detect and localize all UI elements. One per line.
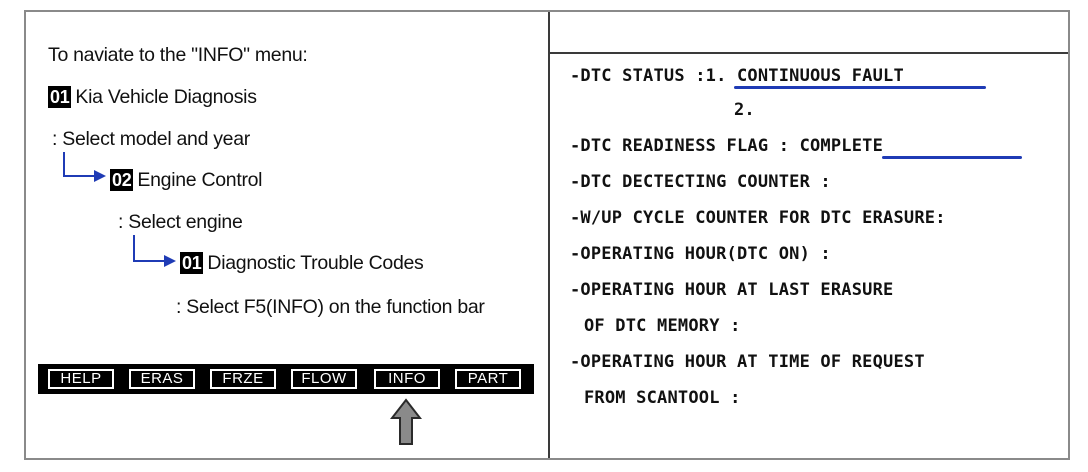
frze-function-key[interactable]: FRZE [210, 369, 276, 389]
flow-function-key[interactable]: FLOW [291, 369, 357, 389]
eras-function-key[interactable]: ERAS [129, 369, 195, 389]
operating-hour-request-line: -OPERATING HOUR AT TIME OF REQUEST [570, 352, 925, 372]
operating-hour-last-erasure-line: -OPERATING HOUR AT LAST ERASURE [570, 280, 894, 300]
step-label: Kia Vehicle Diagnosis [75, 86, 257, 108]
instruction-select-engine: : Select engine [118, 211, 243, 233]
dtc-status-line-2: 2. [734, 100, 755, 120]
step-code-badge: 01 [180, 252, 204, 274]
step-code-badge: 01 [48, 86, 72, 108]
panel-divider [548, 12, 550, 458]
instruction-select-model: : Select model and year [52, 128, 250, 150]
wup-cycle-counter-line: -W/UP CYCLE COUNTER FOR DTC ERASURE: [570, 208, 946, 228]
part-function-key[interactable]: PART [455, 369, 521, 389]
dtc-detecting-counter-line: -DTC DECTECTING COUNTER : [570, 172, 831, 192]
step-label: Engine Control [137, 169, 263, 191]
step-code-badge: 02 [110, 169, 134, 191]
from-scantool-line: FROM SCANTOOL : [584, 388, 741, 408]
blue-arrow-icon [133, 235, 176, 267]
intro-text: To naviate to the "INFO" menu: [48, 44, 308, 66]
help-function-key[interactable]: HELP [48, 369, 114, 389]
info-function-key[interactable]: INFO [374, 369, 440, 389]
highlight-underline [882, 156, 1022, 159]
dtc-memory-line: OF DTC MEMORY : [584, 316, 741, 336]
step-label: Diagnostic Trouble Codes [207, 252, 424, 274]
dtc-info-screen: -DTC STATUS :1. CONTINUOUS FAULT 2. -DTC… [550, 12, 1068, 458]
blue-arrow-icon [63, 152, 106, 182]
up-arrow-pointer-icon [390, 398, 422, 445]
highlight-underline [734, 86, 986, 89]
dtc-readiness-flag-line: -DTC READINESS FLAG : COMPLETE [570, 136, 884, 156]
dtc-status-line: -DTC STATUS :1. CONTINUOUS FAULT [570, 66, 904, 86]
function-bar: HELP ERAS FRZE FLOW INFO PART [38, 364, 534, 394]
operating-hour-dtc-on-line: -OPERATING HOUR(DTC ON) : [570, 244, 831, 264]
right-header-line [550, 52, 1068, 54]
instruction-select-f5: : Select F5(INFO) on the function bar [176, 296, 485, 318]
